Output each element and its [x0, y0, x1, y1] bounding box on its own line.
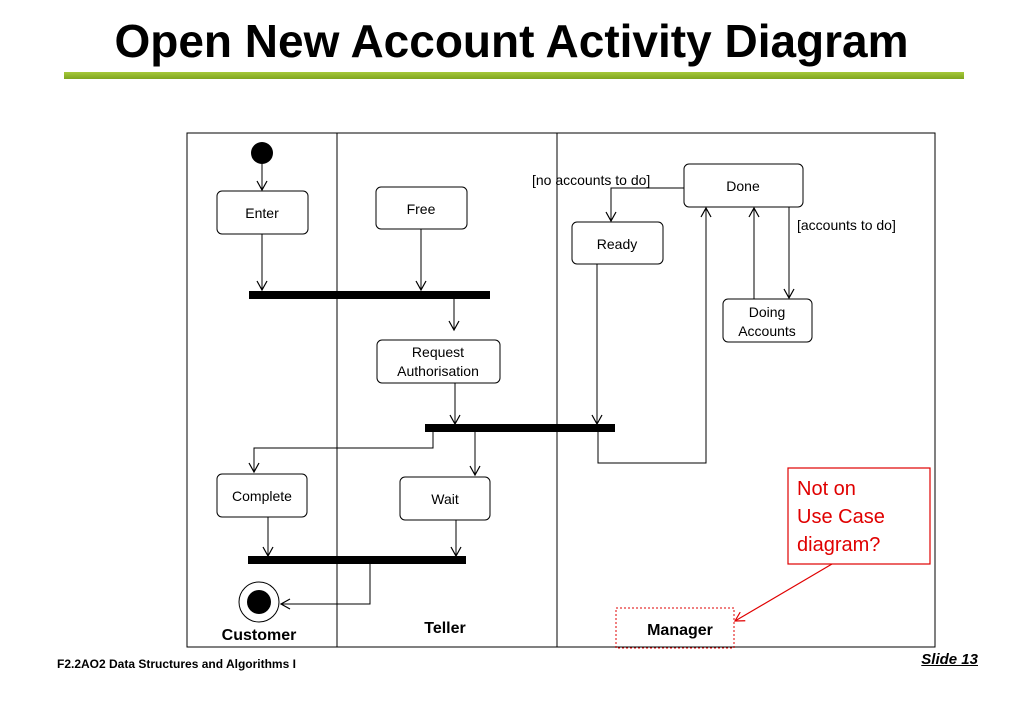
- activity-doing-label-2: Accounts: [738, 323, 796, 339]
- activity-enter-label: Enter: [245, 205, 279, 221]
- activity-complete: Complete: [216, 473, 308, 518]
- guard-accounts: [accounts to do]: [797, 217, 896, 233]
- activity-free: Free: [375, 186, 468, 230]
- activity-doing-accounts: Doing Accounts: [722, 298, 813, 343]
- flow-arrow: [248, 432, 434, 474]
- footer-course: F2.2AO2 Data Structures and Algorithms I: [57, 657, 296, 671]
- activity-doing-label-1: Doing: [749, 304, 786, 320]
- lane-label-manager-box: Manager: [615, 607, 735, 649]
- sync-bar-2: [425, 424, 615, 432]
- note-line-1: Not on: [797, 478, 856, 500]
- activity-request-label-2: Authorisation: [397, 363, 479, 379]
- flow-arrow: [597, 206, 712, 464]
- page-title: Open New Account Activity Diagram: [114, 15, 909, 67]
- title-underline: [64, 72, 964, 79]
- activity-done: Done: [683, 163, 804, 208]
- activity-wait: Wait: [399, 476, 491, 521]
- activity-ready: Ready: [571, 221, 664, 265]
- note-pointer-arrow: [733, 563, 833, 622]
- activity-ready-label: Ready: [597, 236, 637, 252]
- activity-done-label: Done: [726, 178, 760, 194]
- sync-bar-1: [249, 291, 490, 299]
- note-line-2: Use Case: [797, 506, 885, 528]
- final-node: [238, 581, 280, 623]
- diagram-frame: [186, 132, 936, 648]
- activity-free-label: Free: [407, 201, 436, 217]
- flow-arrow: [279, 564, 371, 610]
- footer-slide-number: Slide 13: [921, 651, 978, 668]
- activity-enter: Enter: [216, 190, 309, 235]
- sync-bar-3: [248, 556, 466, 564]
- activity-request-label-1: Request: [412, 344, 464, 360]
- activity-complete-label: Complete: [232, 488, 292, 504]
- activity-request-authorisation: Request Authorisation: [376, 339, 501, 384]
- guard-no-accounts: [no accounts to do]: [532, 172, 650, 188]
- flow-arrow: [605, 187, 684, 223]
- initial-node: [251, 142, 273, 164]
- annotation-note: Not on Use Case diagram?: [787, 467, 931, 565]
- lane-label-customer: Customer: [222, 627, 297, 644]
- activity-wait-label: Wait: [431, 491, 459, 507]
- lane-label-manager: Manager: [647, 622, 713, 639]
- lane-label-teller: Teller: [424, 620, 466, 637]
- note-line-3: diagram?: [797, 534, 880, 556]
